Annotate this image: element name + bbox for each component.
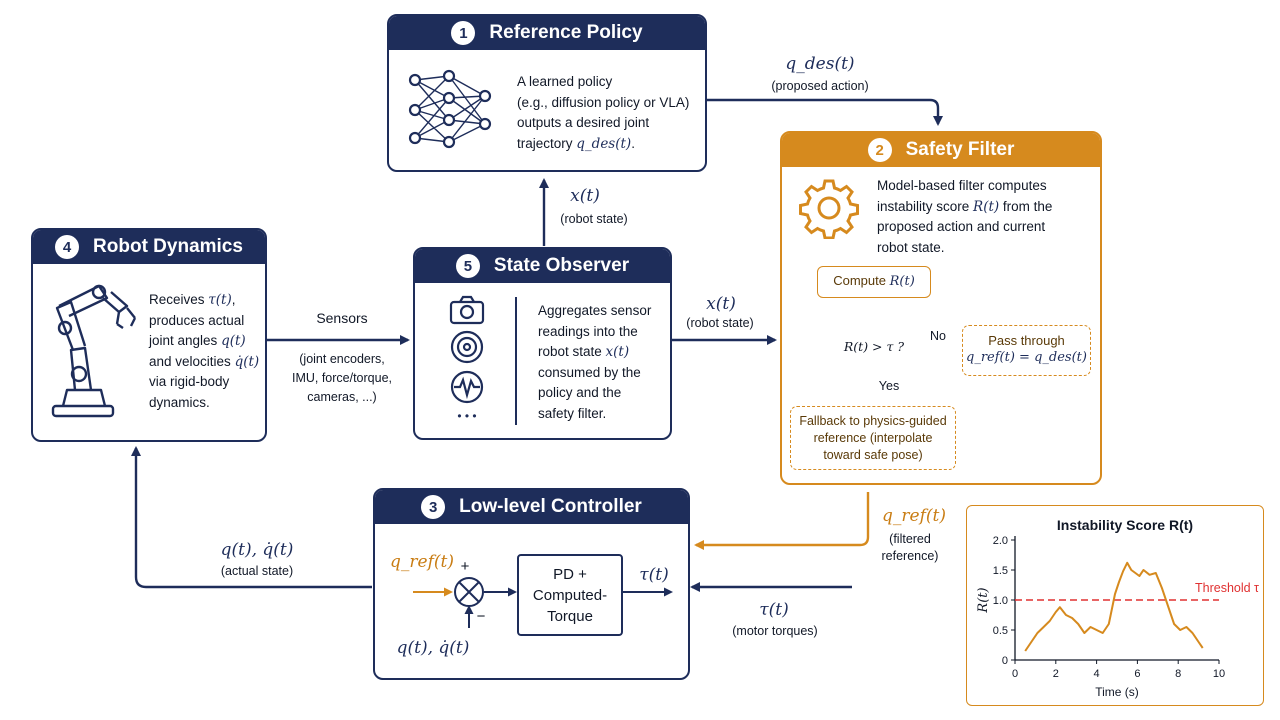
step-number: 3 bbox=[421, 495, 446, 519]
edge-label-robot-state-up: (robot state) bbox=[560, 212, 628, 226]
step-number: 4 bbox=[55, 235, 80, 259]
gear-icon bbox=[799, 179, 859, 239]
edge-label-sensors: Sensors bbox=[316, 310, 368, 326]
block-title: Safety Filter bbox=[905, 139, 1015, 160]
edge-label-qref: q_ref(t) bbox=[882, 506, 946, 526]
x-tick-label: 6 bbox=[1134, 668, 1140, 680]
y-tick-label: 1.0 bbox=[993, 595, 1008, 607]
block-title: State Observer bbox=[493, 255, 630, 276]
edge-controller-to-dynamics bbox=[131, 446, 372, 589]
edge-label-robot-state-right: (robot state) bbox=[686, 316, 754, 330]
robot-dynamics-block[interactable]: 4 Robot Dynamics Receives τ(t), produces… bbox=[31, 228, 267, 442]
pd-computed-torque-block: PD + Computed- Torque bbox=[517, 554, 623, 636]
no-label: No bbox=[930, 329, 946, 343]
safety-filter-header: 2 Safety Filter bbox=[782, 133, 1100, 167]
minus-sign: − bbox=[476, 608, 486, 625]
low-level-controller-block[interactable]: 3 Low-level Controller q_ref(t) + − q(t)… bbox=[373, 488, 690, 680]
y-tick-label: 0.5 bbox=[993, 625, 1008, 637]
x-tick-label: 10 bbox=[1213, 668, 1225, 680]
controller-internals bbox=[413, 577, 673, 628]
x-tick-label: 8 bbox=[1175, 668, 1181, 680]
x-axis-label: Time (s) bbox=[1095, 685, 1139, 699]
state-observer-description: Aggregates sensor readings into the robo… bbox=[538, 303, 652, 421]
robot-arm-icon bbox=[51, 284, 137, 418]
target-icon bbox=[450, 330, 484, 364]
y-axis-label: R(t) bbox=[976, 587, 991, 613]
yes-label: Yes bbox=[878, 379, 900, 393]
instability-series-line bbox=[1024, 561, 1204, 652]
edge-label-actual-state: (actual state) bbox=[220, 564, 294, 578]
instability-chart: Instability Score R(t) 0 0.5 1.0 1.5 2.0 0 2 4 6 8… bbox=[976, 517, 1259, 699]
state-observer-block[interactable]: 5 State Observer • • • Aggregates sensor… bbox=[413, 247, 672, 440]
reference-policy-block[interactable]: 1 Reference Policy A learned policy (e.g… bbox=[387, 14, 707, 172]
edge-label-actual-state-math: q(t), q̇(t) bbox=[220, 540, 294, 560]
edge-label-tau: τ(t) bbox=[759, 600, 789, 620]
controller-input-qref: q_ref(t) bbox=[390, 552, 454, 572]
robot-dynamics-header: 4 Robot Dynamics bbox=[33, 230, 265, 264]
block-title: Reference Policy bbox=[489, 22, 643, 43]
instability-chart-panel: Instability Score R(t) 0 0.5 1.0 1.5 2.0 0 2 4 6 8… bbox=[966, 505, 1264, 706]
state-observer-header: 5 State Observer bbox=[415, 249, 670, 283]
pulse-icon bbox=[450, 370, 484, 404]
chart-title: Instability Score R(t) bbox=[1057, 517, 1193, 533]
low-level-controller-header: 3 Low-level Controller bbox=[375, 490, 688, 524]
more-icon: • • • bbox=[457, 409, 477, 423]
y-tick-label: 1.5 bbox=[993, 565, 1008, 577]
threshold-label: Threshold τ bbox=[1195, 581, 1259, 595]
neural-network-icon bbox=[408, 69, 492, 149]
controller-output-tau: τ(t) bbox=[639, 565, 669, 585]
edge-label-qdes: q_des(t) bbox=[785, 54, 855, 74]
robot-dynamics-description: Receives τ(t), produces actual joint ang… bbox=[149, 292, 260, 410]
compute-r-node: Compute R(t) bbox=[817, 266, 931, 298]
x-tick-label: 0 bbox=[1012, 668, 1018, 680]
reference-policy-header: 1 Reference Policy bbox=[389, 16, 705, 50]
fallback-node: Fallback to physics-guided reference (in… bbox=[790, 406, 956, 470]
step-number: 5 bbox=[455, 254, 480, 278]
controller-feedback: q(t), q̇(t) bbox=[396, 638, 470, 658]
y-tick-label: 0 bbox=[1002, 655, 1008, 667]
x-tick-label: 2 bbox=[1053, 668, 1059, 680]
edge-label-x-up: x(t) bbox=[570, 186, 600, 206]
edge-label-motor-torques: (motor torques) bbox=[732, 624, 818, 638]
safety-filter-description: Model-based filter computes instability … bbox=[877, 178, 1053, 255]
y-tick-label: 2.0 bbox=[993, 535, 1008, 547]
edge-policy-to-filter bbox=[706, 98, 943, 126]
camera-icon bbox=[449, 295, 485, 325]
block-title: Robot Dynamics bbox=[93, 236, 243, 257]
pass-through-node: Pass through q_ref(t) = q_des(t) bbox=[962, 325, 1091, 376]
divider bbox=[515, 297, 517, 425]
edge-label-proposed-action: (proposed action) bbox=[771, 79, 869, 93]
edge-label-x-right: x(t) bbox=[706, 294, 736, 314]
block-title: Low-level Controller bbox=[459, 496, 642, 517]
edge-filter-to-controller bbox=[694, 492, 870, 550]
edge-label-sensors-list: (joint encoders, IMU, force/torque, came… bbox=[291, 352, 393, 404]
x-tick-label: 4 bbox=[1094, 668, 1100, 680]
edge-label-filtered-reference: (filtered reference) bbox=[881, 532, 939, 563]
step-number: 2 bbox=[867, 138, 892, 162]
decision-label: R(t) > τ ? bbox=[843, 339, 905, 354]
step-number: 1 bbox=[451, 21, 476, 45]
plus-sign: + bbox=[460, 558, 470, 575]
reference-policy-description: A learned policy (e.g., diffusion policy… bbox=[517, 74, 690, 152]
